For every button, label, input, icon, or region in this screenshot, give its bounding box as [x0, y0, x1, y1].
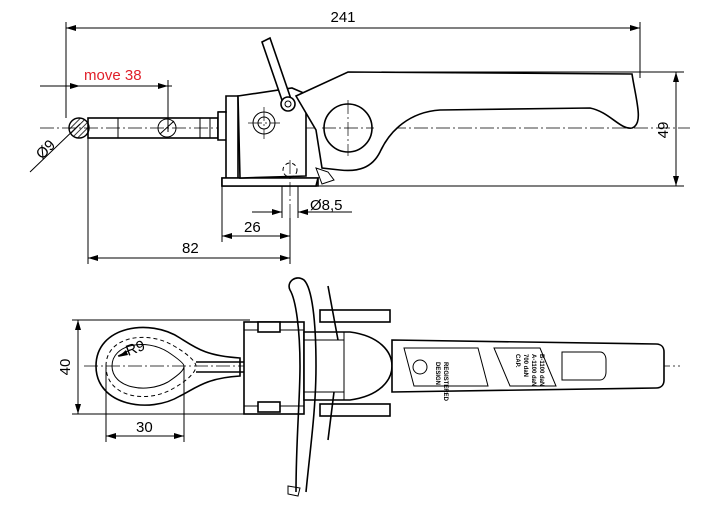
dim-base-offset: 26	[221, 186, 290, 242]
base-bracket	[217, 95, 320, 187]
dim-width-text: 40	[57, 359, 74, 376]
dim-eye-radius-text: R9	[124, 337, 148, 360]
dim-move-text: move 38	[84, 67, 142, 84]
design-label-line1: DESIGN	[434, 362, 440, 385]
dim-eye-width-text: 30	[136, 419, 153, 436]
plan-view: 40 R9 30	[57, 277, 680, 497]
capacity-label: CAP. 700 daN A-1100 daN B-1100 daN	[493, 347, 557, 387]
body-plate	[237, 87, 307, 218]
safety-wire	[287, 277, 339, 497]
side-view: 241 move 38 49	[29, 9, 690, 264]
dim-eye-diameter-text: Ø9	[33, 137, 59, 163]
cap-label-line3: A-1100 daN	[530, 354, 536, 386]
dim-eye-offset-text: 82	[182, 240, 199, 257]
dim-pin-diameter-text: Ø8,5	[310, 197, 343, 214]
dim-height-text: 49	[655, 122, 672, 139]
rod-plan	[196, 361, 244, 373]
handle-lever	[294, 71, 640, 185]
dim-move: move 38	[40, 67, 172, 132]
handle-plan	[391, 339, 665, 393]
dim-overall-length-text: 241	[330, 9, 355, 26]
dim-eye-width: 30	[105, 366, 185, 442]
dim-eye-offset: 82	[87, 138, 291, 264]
cap-label-line4: B-1100 daN	[538, 354, 544, 386]
safety-pin	[261, 36, 296, 112]
design-label: DESIGN REGISTERED	[403, 347, 489, 402]
logo-icon	[412, 359, 428, 375]
dim-overall-length: 241	[65, 9, 641, 118]
eye-section: Ø9	[29, 117, 90, 173]
cap-label-line2: 700 daN	[522, 354, 528, 377]
cap-label-line1: CAP.	[514, 354, 520, 368]
dim-pin-diameter: Ø8,5	[252, 186, 352, 218]
dim-width: 40	[57, 319, 250, 415]
design-label-line2: REGISTERED	[442, 362, 448, 402]
clevis-plan	[303, 331, 393, 401]
dim-base-offset-text: 26	[244, 219, 261, 236]
base-plan	[243, 309, 391, 417]
